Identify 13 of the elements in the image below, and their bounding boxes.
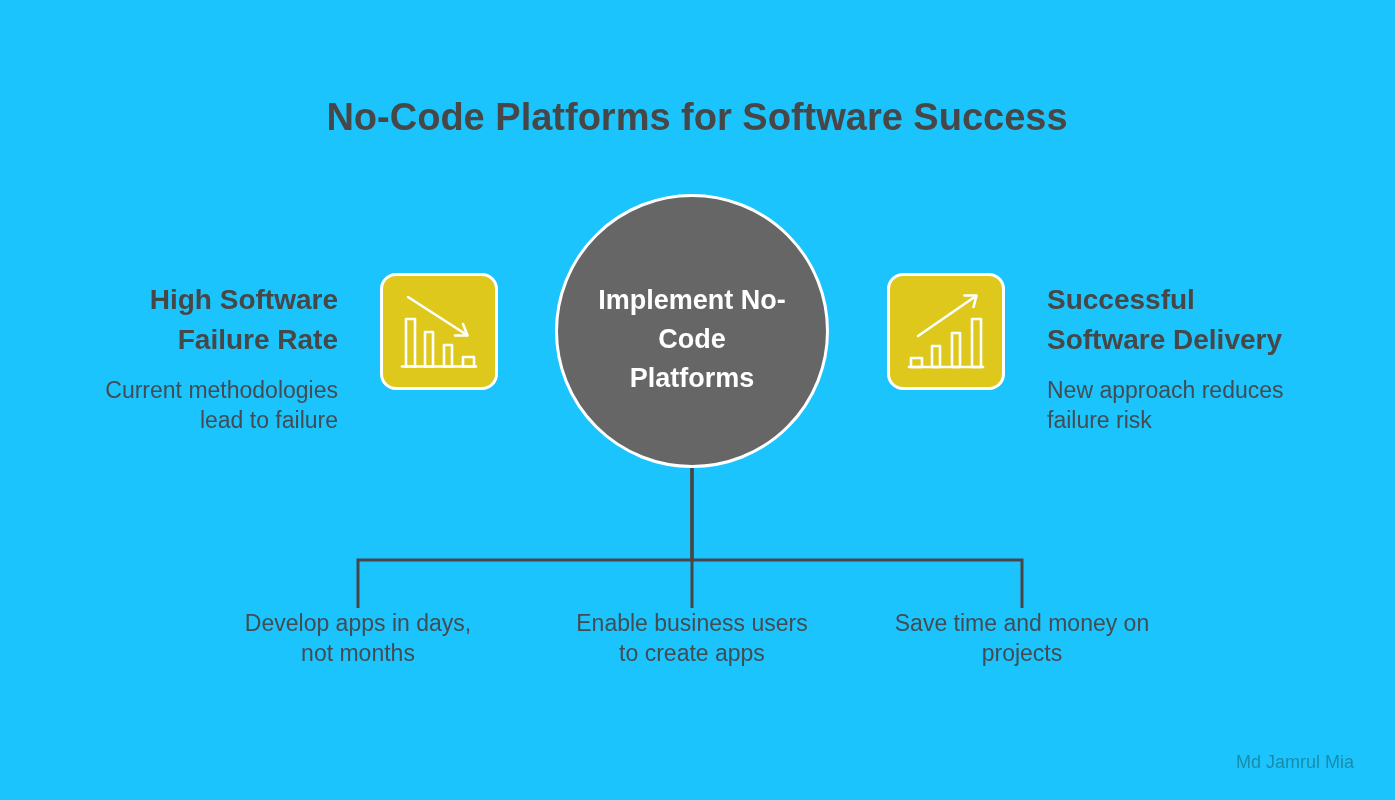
connector-line (690, 468, 1024, 608)
benefit-text: Develop apps in days, not months (235, 608, 481, 668)
diagram-title: No-Code Platforms for Software Success (326, 95, 1068, 140)
icon-tile (887, 273, 1005, 390)
side-description: Current methodologies lead to failure (104, 376, 338, 435)
benefit-text: Save time and money on projects (884, 608, 1160, 668)
icon-tile (380, 273, 498, 390)
benefit-text: Enable business users to create apps (570, 608, 814, 668)
side-description: New approach reduces failure risk (1047, 376, 1285, 435)
side-heading: Successful Software Delivery (1047, 283, 1283, 357)
author-credit: Md Jamrul Mia (1236, 751, 1355, 774)
circle-label: Implement No-Code Platforms (597, 283, 787, 395)
side-heading: High Software Failure Rate (148, 283, 338, 357)
